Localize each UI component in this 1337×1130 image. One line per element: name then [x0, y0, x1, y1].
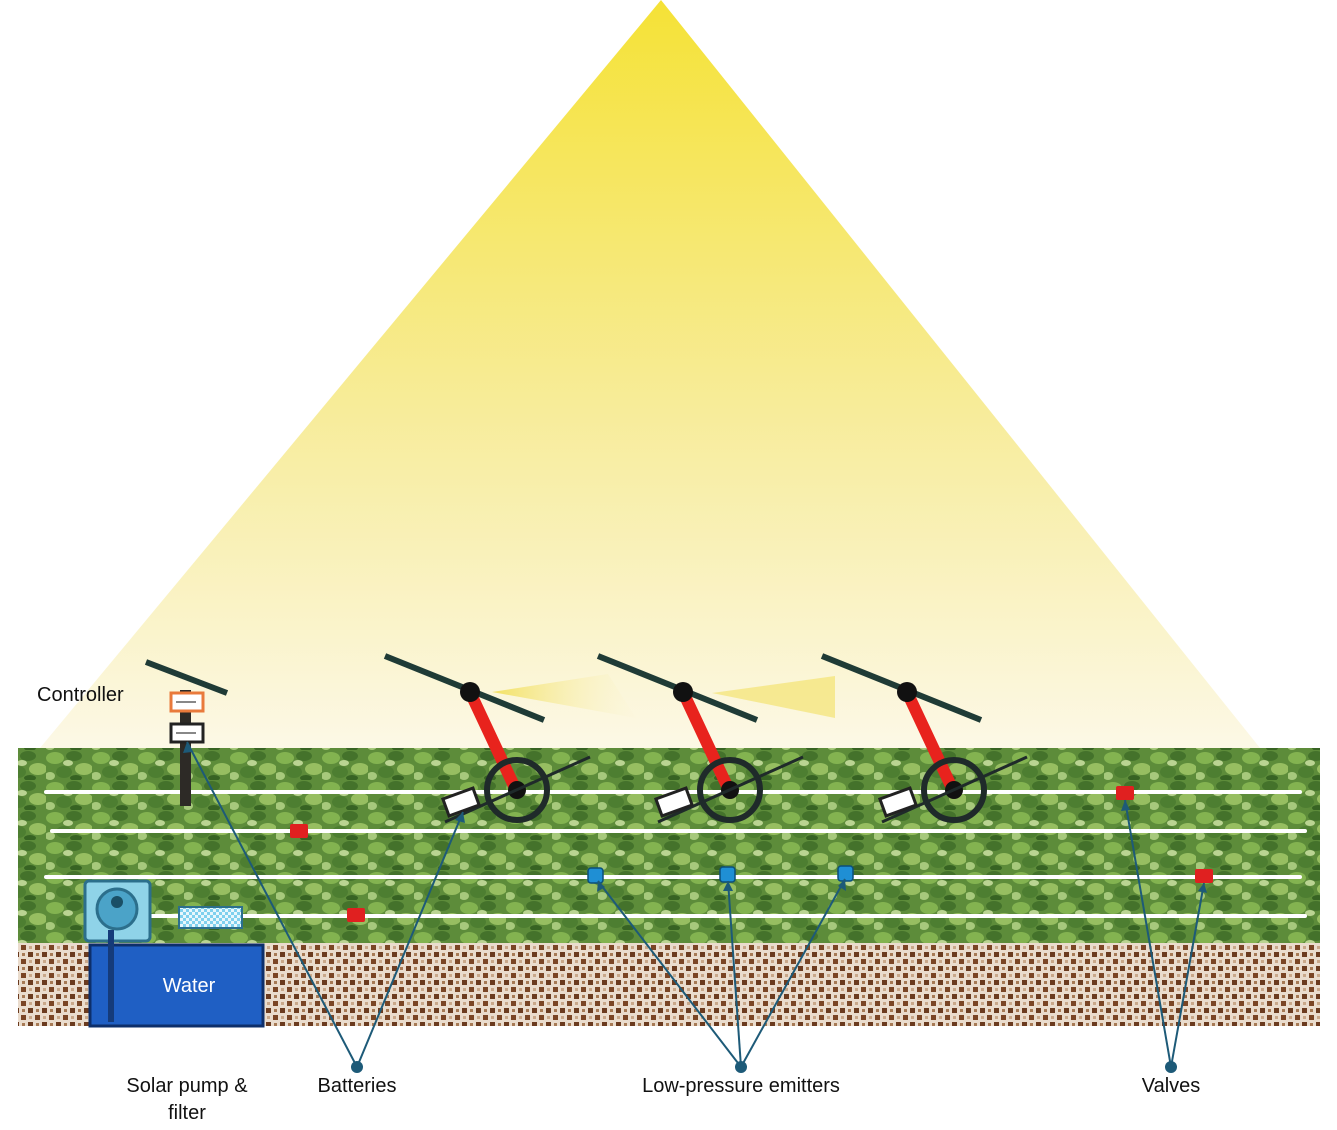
valve-icon — [290, 824, 308, 838]
controller-solar-panel-icon — [144, 659, 229, 696]
water-tank — [88, 943, 265, 1028]
light-beam-2 — [712, 676, 835, 718]
emitter-icon — [837, 865, 854, 882]
controller-label: Controller — [37, 684, 124, 706]
batteries-label: Batteries — [318, 1075, 397, 1097]
water-label: Water — [163, 975, 216, 997]
pump-station: Water — [83, 879, 265, 1028]
irrigation-pipes — [44, 790, 1307, 918]
robot-arm — [464, 686, 521, 794]
callout-lines — [186, 741, 1205, 1068]
valves — [290, 786, 1213, 922]
valve-icon — [1116, 786, 1134, 800]
batteries-callout-dot — [351, 1061, 363, 1073]
battery-icon — [653, 786, 695, 818]
wheel-icon — [921, 757, 987, 823]
valve-icon — [1195, 869, 1213, 883]
robot-arm — [901, 686, 958, 794]
solar-pump-label-line2: filter — [168, 1102, 206, 1124]
emitter-icon — [719, 866, 736, 883]
solar-pump-label-line1: Solar pump & — [126, 1075, 248, 1097]
wheel-icon — [697, 757, 763, 823]
robot-2 — [596, 653, 804, 824]
emitter-icon — [587, 867, 604, 884]
callout-dots — [351, 1061, 1177, 1073]
filter-icon — [178, 906, 243, 929]
emitters-label: Low-pressure emitters — [642, 1075, 840, 1097]
battery-icon — [440, 786, 482, 818]
callout-arrowheads — [183, 742, 1207, 893]
valve-icon — [347, 908, 365, 922]
battery-icon — [877, 786, 919, 818]
robot-1 — [383, 653, 591, 824]
valves-label: Valves — [1142, 1075, 1201, 1097]
wheel-icon — [484, 757, 550, 823]
emitters-callout-dot — [735, 1061, 747, 1073]
sunlight-cone — [40, 0, 1260, 748]
valves-callout-dot — [1165, 1061, 1177, 1073]
emitters — [587, 865, 854, 884]
light-beam-1 — [492, 674, 636, 718]
robot-arm — [677, 686, 734, 794]
robot-3 — [820, 653, 1028, 824]
